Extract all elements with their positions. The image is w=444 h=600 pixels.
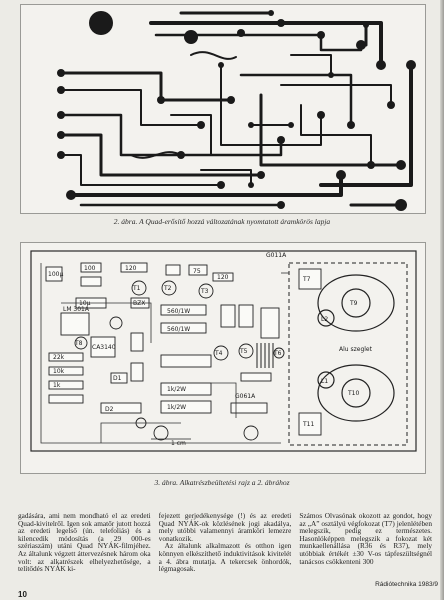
label-t4: T4 [214,350,223,357]
label-l1: L1 [321,378,328,385]
label-t6: T6 [273,350,282,357]
label-bzx: BZX [133,300,145,307]
label-t9: T9 [349,300,358,307]
label-75: 75 [193,268,201,275]
label-d1: D1 [113,375,122,382]
label-d2: D2 [105,406,114,413]
label-100u: 100µ [48,271,63,278]
label-120: 120 [125,265,137,272]
figure-2-caption: 2. ábra. A Quad-erősítő hozzá változatán… [113,217,331,226]
label-10k: 10k [53,368,65,375]
label-560-b: 560/1W [167,326,190,333]
label-t10: T10 [347,390,359,397]
label-t11: T11 [302,421,314,428]
label-g061a: G061A [235,393,256,400]
pcb-layout-drawing [57,10,416,211]
journal-name: Rádiótechnika 1983/9 [375,581,438,588]
label-scale: 1 cm [171,440,186,447]
label-1k2w-b: 1k/2W [167,404,186,411]
label-t2: T2 [163,285,172,292]
label-t3: T3 [200,288,209,295]
article-paragraph: gadására, ami nem mondható el az eredeti… [18,512,151,574]
article-paragraph: fejezett gerjedékenysége (!) és az erede… [158,512,292,543]
label-10u: 10µ [79,300,91,307]
label-alu: Alu szeglet [339,346,373,353]
label-120-b: 120 [217,274,229,281]
article-column-1: gadására, ami nem mondható el az eredeti… [18,512,151,588]
component-layout-drawing: 100µ 100 120 T1 T2 T3 T4 T5 T6 T7 T8 T9 … [30,250,417,452]
label-t8: T8 [74,340,83,347]
figure-3-caption: 3. ábra. Alkatrészbeültetési rajz a 2. á… [154,478,290,487]
label-560-a: 560/1W [167,308,190,315]
label-g011a: G011A [266,252,287,259]
label-100: 100 [84,265,96,272]
article-column-2: fejezett gerjedékenysége (!) és az erede… [159,512,292,588]
label-1k: 1k [53,382,61,389]
label-t1: T1 [132,285,141,292]
article-paragraph: Az általunk alkalmazott és otthon igen k… [158,541,292,574]
label-lm301: LM 301A [63,306,90,313]
label-t5: T5 [239,348,248,355]
pcb-layout-figure [20,4,426,214]
page-number: 10 [18,590,27,599]
label-l2: L2 [321,316,328,323]
article-paragraph: Számos Olvasónak okozott az gondot, hogy… [299,512,433,566]
label-t7: T7 [302,276,311,283]
label-ca3140: CA3140 [92,344,116,351]
page-edge-shadow [440,0,444,600]
label-22k: 22k [53,354,65,361]
article-column-3: Számos Olvasónak okozott az gondot, hogy… [299,512,432,588]
article-text: gadására, ami nem mondható el az eredeti… [18,512,432,588]
label-1k2w-a: 1k/2W [167,386,186,393]
component-layout-figure: 100µ 100 120 T1 T2 T3 T4 T5 T6 T7 T8 T9 … [20,242,426,474]
